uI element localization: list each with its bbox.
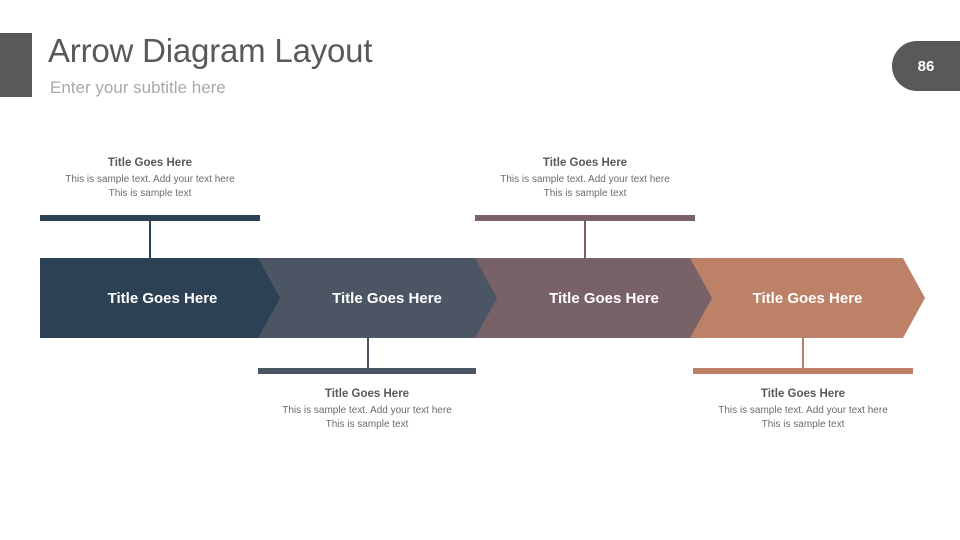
callout-bar-4 [693,368,913,374]
arrow-step-2[interactable]: Title Goes Here [258,258,516,338]
callout-connector-4 [802,338,804,372]
page-subtitle: Enter your subtitle here [50,78,226,97]
callout-text-4: Title Goes Here This is sample text. Add… [693,387,913,431]
arrow-label-4: Title Goes Here [752,289,863,307]
callout-bar-2 [258,368,476,374]
arrow-step-1[interactable]: Title Goes Here [40,258,285,338]
page-number-badge: 86 [892,41,960,91]
arrow-label-2: Title Goes Here [332,289,442,307]
callout-bar-3 [475,215,695,221]
callout-line1-1: This is sample text. Add your text here [65,174,235,185]
arrow-label-1: Title Goes Here [107,289,218,307]
callout-text-3: Title Goes Here This is sample text. Add… [475,156,695,200]
page-title: Arrow Diagram Layout [48,32,373,69]
callout-line2-4: This is sample text [761,418,845,430]
header-accent-bar [0,33,32,97]
callout-text-1: Title Goes Here This is sample text. Add… [40,156,260,200]
callout-title-2: Title Goes Here [324,388,410,400]
callout-connector-2 [367,338,369,372]
callout-connector-1 [149,221,151,259]
arrow-row: Title Goes Here Title Goes Here Title Go… [0,258,960,338]
callout-line1-3: This is sample text. Add your text here [500,174,670,185]
callout-bar-1 [40,215,260,221]
callout-title-1: Title Goes Here [107,157,193,169]
callout-line2-2: This is sample text [325,418,409,430]
arrow-label-3: Title Goes Here [549,289,659,307]
callout-connector-3 [584,221,586,259]
arrow-step-4[interactable]: Title Goes Here [690,258,925,338]
callout-title-3: Title Goes Here [542,157,628,169]
arrow-step-3[interactable]: Title Goes Here [475,258,733,338]
callout-line1-4: This is sample text. Add your text here [718,405,888,416]
callout-text-2: Title Goes Here This is sample text. Add… [258,387,476,431]
callout-title-4: Title Goes Here [760,388,846,400]
callout-line1-2: This is sample text. Add your text here [282,405,452,416]
callout-line2-3: This is sample text [543,187,627,199]
callout-line2-1: This is sample text [108,187,192,199]
